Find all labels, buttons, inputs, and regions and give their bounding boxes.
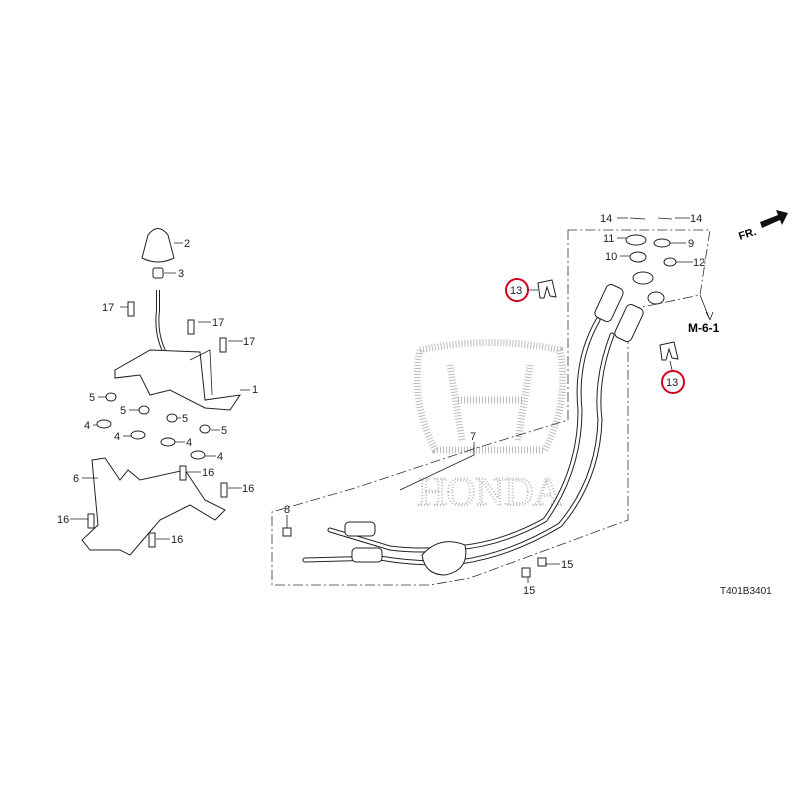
leader-lines xyxy=(70,217,693,583)
callout-5[interactable]: 5 xyxy=(221,425,227,437)
callout-17[interactable]: 17 xyxy=(212,317,224,329)
callout-4[interactable]: 4 xyxy=(114,431,120,443)
callout-11[interactable]: 11 xyxy=(603,233,614,245)
callout-10[interactable]: 10 xyxy=(605,251,617,263)
callout-15[interactable]: 15 xyxy=(561,559,573,571)
shifter-base xyxy=(114,349,242,411)
callout-13[interactable]: 13 xyxy=(666,377,678,389)
honda-watermark: HONDA xyxy=(413,339,567,515)
callout-7[interactable]: 7 xyxy=(470,431,476,443)
callout-13[interactable]: 13 xyxy=(510,285,522,297)
callout-16[interactable]: 16 xyxy=(242,483,254,495)
callout-5[interactable]: 5 xyxy=(89,392,95,404)
highlight-circle-13b xyxy=(661,370,685,394)
callout-4[interactable]: 4 xyxy=(186,437,192,449)
callout-3[interactable]: 3 xyxy=(178,268,184,280)
callout-14[interactable]: 14 xyxy=(600,213,612,225)
watermark-text: HONDA xyxy=(418,469,563,514)
front-arrow: FR. xyxy=(737,210,788,243)
cable-group-box xyxy=(271,229,711,586)
callout-2[interactable]: 2 xyxy=(184,238,190,250)
callout-17[interactable]: 17 xyxy=(102,302,114,314)
callout-4[interactable]: 4 xyxy=(217,451,223,463)
callout-16[interactable]: 16 xyxy=(202,467,214,479)
callout-9[interactable]: 9 xyxy=(688,238,694,250)
callout-4[interactable]: 4 xyxy=(84,420,90,432)
diagram-code: T401B3401 xyxy=(720,586,772,597)
callout-17[interactable]: 17 xyxy=(243,336,255,348)
callout-12[interactable]: 12 xyxy=(693,257,705,269)
mount-bracket xyxy=(81,457,226,556)
callout-8[interactable]: 8 xyxy=(284,504,290,516)
front-label: FR. xyxy=(737,226,758,243)
callouts: 2 3 17 17 17 1 5 5 5 5 4 4 4 4 6 16 16 1… xyxy=(57,213,705,597)
shift-knob xyxy=(141,228,175,356)
callout-16[interactable]: 16 xyxy=(57,514,69,526)
reference-label[interactable]: M-6-1 xyxy=(688,321,720,335)
callout-6[interactable]: 6 xyxy=(73,473,79,485)
callout-14[interactable]: 14 xyxy=(690,213,702,225)
callout-15[interactable]: 15 xyxy=(523,585,535,597)
callout-1[interactable]: 1 xyxy=(252,384,258,396)
callout-5[interactable]: 5 xyxy=(182,413,188,425)
callout-5[interactable]: 5 xyxy=(120,405,126,417)
shift-cable xyxy=(282,217,679,578)
callout-16[interactable]: 16 xyxy=(171,534,183,546)
